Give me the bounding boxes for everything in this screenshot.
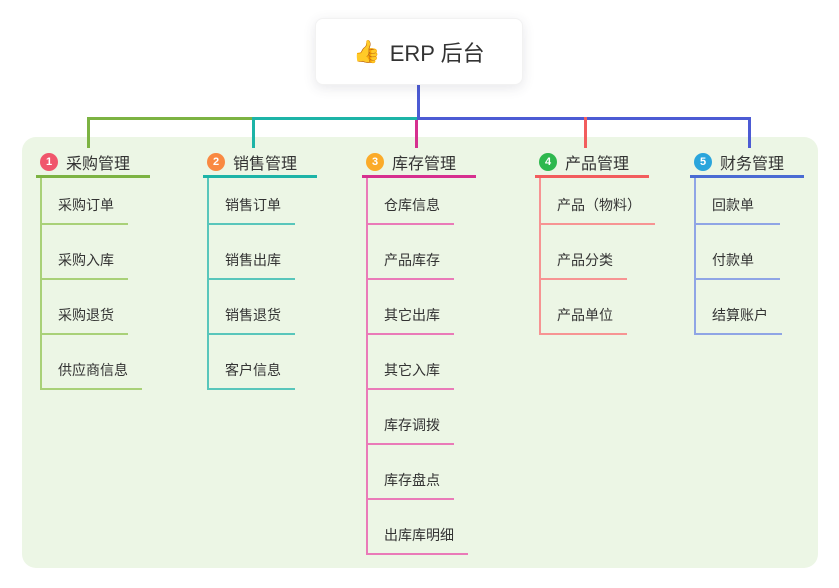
node-item[interactable]: 库存盘点 [368, 445, 454, 500]
branch-inventory-children: 仓库信息 产品库存 其它出库 其它入库 库存调拨 库存盘点 出库库明细 [366, 178, 476, 555]
branch-product: 4 产品管理 产品（物料） 产品分类 产品单位 [535, 148, 655, 335]
branch-sales-header[interactable]: 2 销售管理 [203, 148, 317, 178]
branch-number-badge: 1 [40, 152, 58, 171]
branch-finance-children: 回款单 付款单 结算账户 [694, 178, 804, 335]
branch-title: 库存管理 [392, 155, 457, 173]
node-item[interactable]: 采购退货 [42, 280, 128, 335]
branch-purchase: 1 采购管理 采购订单 采购入库 采购退货 供应商信息 [36, 148, 150, 390]
node-item[interactable]: 产品库存 [368, 225, 454, 280]
node-item[interactable]: 付款单 [696, 225, 780, 280]
branch-inventory: 3 库存管理 仓库信息 产品库存 其它出库 其它入库 库存调拨 库存盘点 出库库… [362, 148, 476, 555]
branch-product-header[interactable]: 4 产品管理 [535, 148, 649, 178]
root-title: ERP 后台 [389, 40, 485, 66]
node-item[interactable]: 库存调拨 [368, 390, 454, 445]
root-node[interactable]: 👍 ERP 后台 [315, 18, 523, 85]
node-item[interactable]: 销售订单 [209, 178, 295, 225]
node-item[interactable]: 产品（物料） [541, 178, 655, 225]
node-item[interactable]: 仓库信息 [368, 178, 454, 225]
node-item[interactable]: 采购订单 [42, 178, 128, 225]
connector-branch4-drop [584, 117, 587, 148]
node-item[interactable]: 产品分类 [541, 225, 627, 280]
branch-inventory-header[interactable]: 3 库存管理 [362, 148, 476, 178]
connector-branch2-drop [252, 117, 255, 148]
branches-panel [22, 137, 818, 568]
branch-sales: 2 销售管理 销售订单 销售出库 销售退货 客户信息 [203, 148, 317, 390]
connector-root-drop [417, 85, 420, 118]
connector-horizontal-teal [252, 117, 417, 120]
connector-branch3-drop [415, 118, 418, 148]
branch-title: 产品管理 [565, 155, 630, 173]
connector-horizontal-green [87, 117, 254, 120]
branch-number-badge: 3 [366, 152, 384, 171]
node-item[interactable]: 销售退货 [209, 280, 295, 335]
node-item[interactable]: 供应商信息 [42, 335, 142, 390]
node-item[interactable]: 结算账户 [696, 280, 782, 335]
connector-branch1-drop [87, 117, 90, 148]
branch-purchase-header[interactable]: 1 采购管理 [36, 148, 150, 178]
branch-finance: 5 财务管理 回款单 付款单 结算账户 [690, 148, 804, 335]
branch-purchase-children: 采购订单 采购入库 采购退货 供应商信息 [40, 178, 150, 390]
branch-finance-header[interactable]: 5 财务管理 [690, 148, 804, 178]
branch-number-badge: 2 [207, 152, 225, 171]
branch-product-children: 产品（物料） 产品分类 产品单位 [539, 178, 655, 335]
branch-title: 销售管理 [233, 155, 298, 173]
branch-title: 财务管理 [720, 155, 785, 173]
node-item[interactable]: 其它出库 [368, 280, 454, 335]
branch-number-badge: 4 [539, 152, 557, 171]
node-item[interactable]: 出库库明细 [368, 500, 468, 555]
branch-sales-children: 销售订单 销售出库 销售退货 客户信息 [207, 178, 317, 390]
node-item[interactable]: 其它入库 [368, 335, 454, 390]
branch-number-badge: 5 [694, 152, 712, 171]
node-item[interactable]: 产品单位 [541, 280, 627, 335]
branch-title: 采购管理 [66, 155, 131, 173]
node-item[interactable]: 回款单 [696, 178, 780, 225]
node-item[interactable]: 采购入库 [42, 225, 128, 280]
node-item[interactable]: 销售出库 [209, 225, 295, 280]
node-item[interactable]: 客户信息 [209, 335, 295, 390]
connector-branch5-drop [748, 117, 751, 148]
thumbs-up-icon: 👍 [353, 38, 381, 64]
